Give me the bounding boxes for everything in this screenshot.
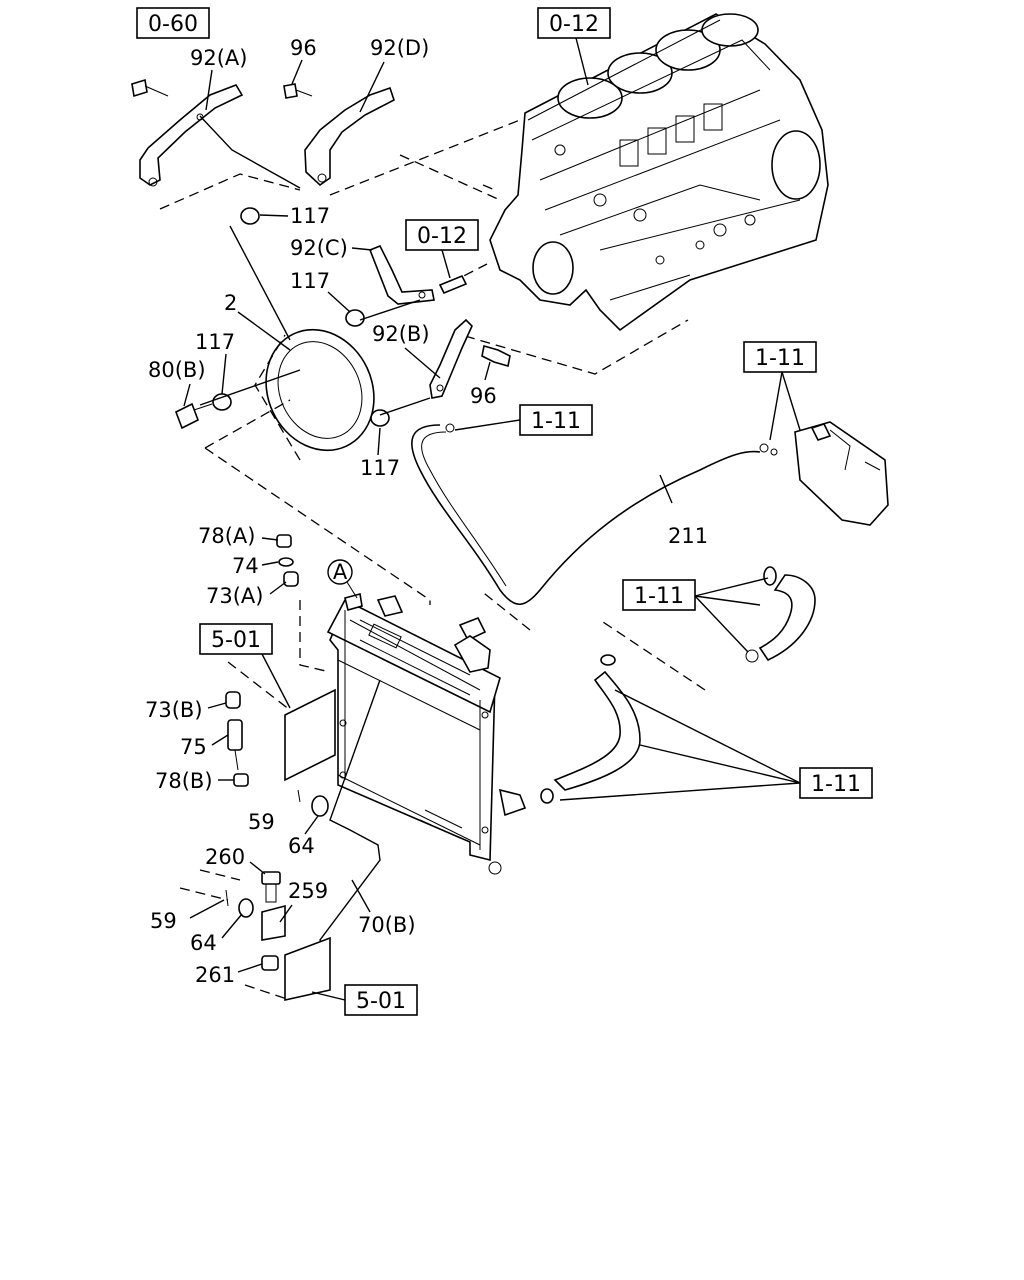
bracket-259 — [261, 904, 286, 941]
bolt-96a — [283, 83, 313, 99]
ref-1-11-overflow-label: 1-11 — [531, 409, 581, 434]
ref-box-0-60[interactable]: 0-60 — [136, 7, 210, 39]
ref-5-01-upper-label: 5-01 — [211, 628, 261, 653]
ref-box-5-01-upper[interactable]: 5-01 — [199, 623, 273, 655]
nut-78a — [276, 534, 292, 548]
ref-box-1-11-overflow[interactable]: 1-11 — [519, 404, 593, 436]
callout-78a: 78(A) — [198, 524, 255, 548]
callout-59b: 59 — [150, 909, 177, 933]
upper-hose — [758, 566, 816, 662]
ref-box-0-12-mid[interactable]: 0-12 — [405, 219, 479, 251]
callout-2: 2 — [224, 291, 237, 315]
callout-96b: 96 — [470, 384, 497, 408]
callout-74: 74 — [232, 554, 259, 578]
callout-259: 259 — [288, 879, 328, 903]
washer-64a — [311, 795, 329, 817]
callout-92a: 92(A) — [190, 46, 247, 70]
bushing-73a — [283, 571, 299, 587]
circle-a-marker: A — [327, 559, 358, 599]
bracket-92b — [429, 318, 473, 399]
ref-5-01-lower-label: 5-01 — [356, 989, 406, 1014]
ref-0-12-top-label: 0-12 — [549, 12, 599, 37]
ref-box-1-11-upper-hose[interactable]: 1-11 — [622, 579, 696, 611]
callout-78b: 78(B) — [155, 769, 213, 793]
bolt-260 — [261, 871, 281, 903]
ref-box-1-11-lower-hose[interactable]: 1-11 — [799, 767, 873, 799]
ref-0-60-label: 0-60 — [148, 12, 198, 37]
bolt-92a — [131, 78, 169, 98]
bracket-92c — [368, 244, 435, 305]
nut-261 — [261, 955, 279, 971]
bushing-73b — [225, 691, 241, 709]
callout-211: 211 — [668, 524, 708, 548]
hose-clamp-upper — [745, 649, 759, 663]
washer-64b — [238, 898, 254, 918]
rubber-mount-117c — [212, 393, 232, 411]
frame-section-lower — [284, 936, 331, 1001]
callout-73b: 73(B) — [145, 698, 203, 722]
hose-clamp-overflow — [445, 423, 455, 433]
callout-117c: 117 — [195, 330, 235, 354]
hose-clamp-reservoir — [759, 443, 778, 456]
circle-a-label: A — [333, 560, 348, 584]
callout-92b: 92(B) — [372, 322, 430, 346]
callout-96a: 96 — [290, 36, 317, 60]
ref-box-5-01-lower[interactable]: 5-01 — [344, 984, 418, 1016]
bolt-80b — [174, 402, 213, 430]
callout-117b: 117 — [290, 269, 330, 293]
callout-64a: 64 — [288, 834, 315, 858]
callout-92d: 92(D) — [370, 36, 429, 60]
callout-70b: 70(B) — [358, 913, 416, 937]
clip-59b — [225, 889, 229, 907]
bolt-75 — [227, 719, 243, 771]
ref-1-11-upper-hose-label: 1-11 — [634, 584, 684, 609]
callout-64b: 64 — [190, 931, 217, 955]
callout-92c: 92(C) — [290, 236, 348, 260]
callout-73a: 73(A) — [206, 584, 263, 608]
clip-59a — [297, 789, 301, 803]
callout-260: 260 — [205, 845, 245, 869]
overflow-hose — [411, 424, 761, 606]
frame-section-upper — [284, 688, 336, 782]
ref-1-11-lower-hose-label: 1-11 — [811, 772, 861, 797]
fan-shroud-ring — [254, 328, 375, 461]
callout-117d: 117 — [360, 456, 400, 480]
radiator — [326, 593, 527, 875]
reservoir-tank — [794, 421, 889, 526]
bracket-92a — [139, 84, 244, 187]
callout-80b: 80(B) — [148, 358, 206, 382]
callout-59a: 59 — [248, 810, 275, 834]
ref-box-0-12-top[interactable]: 0-12 — [537, 7, 611, 39]
ref-0-12-mid-label: 0-12 — [417, 224, 467, 249]
callout-75: 75 — [180, 735, 207, 759]
ref-box-1-11-top-right[interactable]: 1-11 — [743, 341, 817, 373]
washer-74 — [278, 557, 294, 567]
rubber-mount-117a — [240, 207, 260, 225]
bracket-92d — [304, 86, 395, 187]
ref-1-11-top-right-label: 1-11 — [755, 346, 805, 371]
rubber-mount-117b — [345, 309, 365, 327]
callout-117a: 117 — [290, 204, 330, 228]
stud-012 — [438, 274, 468, 295]
callout-261: 261 — [195, 963, 235, 987]
lower-hose — [540, 654, 641, 804]
engine-block — [489, 13, 829, 332]
nut-78b — [233, 773, 249, 787]
bolt-96b — [481, 344, 511, 368]
